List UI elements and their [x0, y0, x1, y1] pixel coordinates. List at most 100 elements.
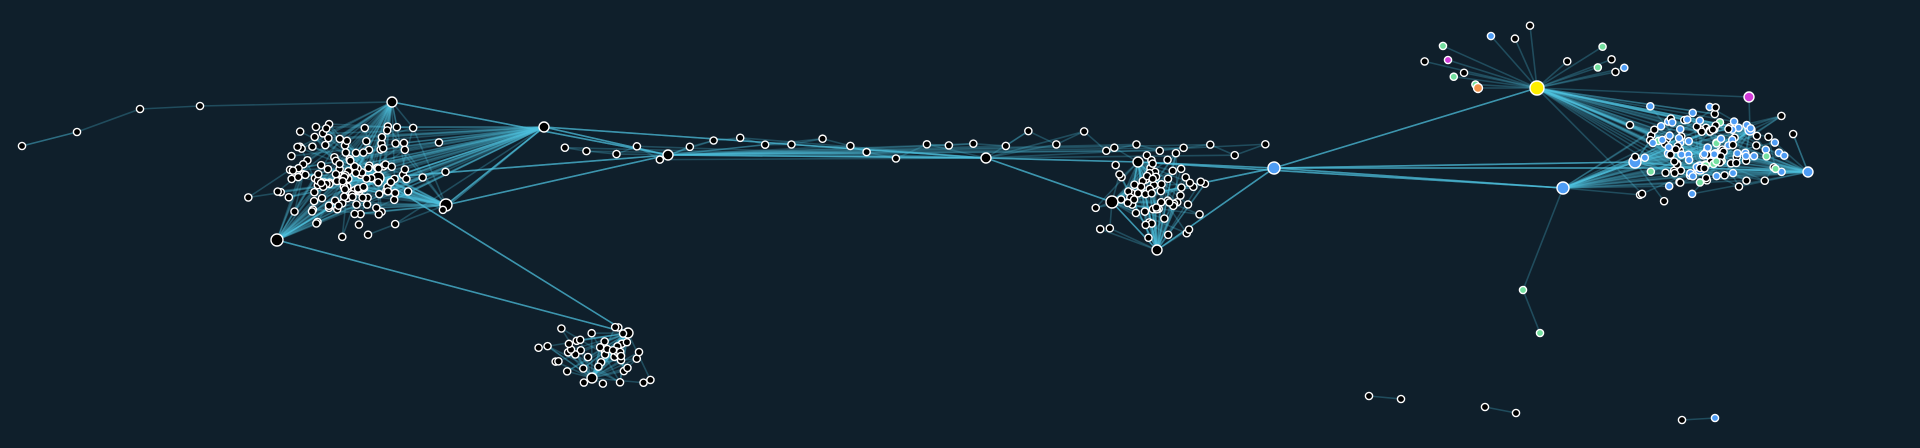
node-center[interactable] [1181, 173, 1190, 182]
node-center[interactable] [1144, 233, 1153, 243]
node-right[interactable] [1734, 182, 1744, 191]
node-center[interactable] [1156, 197, 1166, 207]
node-right[interactable] [1733, 148, 1742, 158]
node-center[interactable] [1148, 174, 1157, 184]
node-yellow-satellite[interactable] [1510, 34, 1520, 43]
node-left[interactable] [441, 167, 450, 177]
node-center[interactable] [1140, 207, 1150, 216]
node-left[interactable] [403, 187, 413, 196]
node-right[interactable] [1661, 168, 1670, 178]
node-leaf[interactable] [72, 127, 82, 137]
node-isolated[interactable] [1511, 408, 1521, 418]
node-left[interactable] [335, 159, 344, 169]
node-center[interactable] [1195, 210, 1204, 219]
node-yellow-satellite[interactable] [1598, 42, 1607, 52]
node-left[interactable] [408, 123, 418, 133]
node-center[interactable] [1091, 203, 1101, 213]
node-center[interactable] [1157, 179, 1166, 189]
node-left[interactable] [359, 148, 368, 157]
node-center[interactable] [1147, 189, 1156, 198]
node-left[interactable] [438, 205, 448, 215]
node-bottom-left[interactable] [579, 364, 588, 373]
node-left[interactable] [362, 174, 371, 183]
node-bottom-left[interactable] [616, 351, 626, 361]
node-right[interactable] [1671, 145, 1681, 154]
node-yellow-satellite[interactable] [1620, 63, 1629, 73]
node-bridge[interactable] [632, 142, 642, 151]
node-left[interactable] [392, 122, 402, 132]
node-left[interactable] [434, 138, 444, 147]
node-bridge[interactable] [560, 143, 570, 152]
node-right[interactable] [1640, 153, 1650, 162]
node-left[interactable] [273, 187, 283, 196]
node-left[interactable] [307, 207, 317, 216]
node-left[interactable] [378, 144, 388, 153]
node-bottom-left[interactable] [610, 322, 620, 332]
node-center[interactable] [1163, 155, 1172, 165]
node-bottom-left[interactable] [579, 378, 589, 387]
node-left[interactable] [390, 188, 400, 198]
node-center[interactable] [1123, 198, 1133, 208]
node-right[interactable] [1699, 149, 1709, 159]
orange-node[interactable] [1472, 82, 1484, 94]
node-bottom-left[interactable] [634, 347, 644, 357]
node-left[interactable] [359, 182, 368, 192]
node-center[interactable] [1136, 182, 1146, 192]
node-right[interactable] [1720, 170, 1729, 180]
node-right[interactable] [1708, 125, 1718, 134]
node-center[interactable] [1177, 183, 1186, 192]
hub-node-left-4[interactable] [538, 121, 550, 133]
node-bottom-left[interactable] [564, 339, 574, 349]
node-right[interactable] [1657, 135, 1667, 145]
node-bottom-left[interactable] [618, 329, 628, 338]
node-isolated[interactable] [1710, 413, 1720, 423]
node-yellow-satellite[interactable] [1607, 55, 1616, 64]
node-center[interactable] [1171, 148, 1181, 158]
node-left[interactable] [316, 178, 326, 188]
node-center[interactable] [1184, 225, 1194, 234]
node-yellow-satellite[interactable] [1420, 57, 1429, 66]
node-right[interactable] [1709, 149, 1719, 159]
node-bridge[interactable] [655, 155, 665, 164]
node-isolated[interactable] [1480, 402, 1490, 412]
node-left[interactable] [309, 196, 319, 206]
node-left[interactable] [317, 193, 327, 203]
node-right[interactable] [1728, 168, 1738, 178]
node-left[interactable] [321, 124, 331, 133]
node-left[interactable] [383, 187, 393, 196]
node-right[interactable] [1742, 176, 1751, 185]
node-right[interactable] [1664, 142, 1673, 152]
node-right[interactable] [1675, 124, 1685, 134]
node-right[interactable] [1630, 152, 1640, 162]
node-bridge[interactable] [818, 134, 827, 144]
node-left[interactable] [342, 136, 352, 146]
node-bridge[interactable] [1179, 143, 1188, 153]
node-bridge[interactable] [760, 140, 770, 149]
node-left[interactable] [311, 122, 321, 132]
node-left[interactable] [301, 170, 310, 180]
node-right[interactable] [1688, 108, 1697, 118]
node-center[interactable] [1176, 191, 1185, 200]
node-left[interactable] [335, 134, 345, 144]
node-isolated[interactable] [1364, 391, 1374, 401]
hub-node-center-2[interactable] [1132, 156, 1144, 168]
node-right[interactable] [1746, 124, 1755, 133]
node-left[interactable] [310, 132, 319, 142]
node-left[interactable] [316, 160, 326, 170]
node-center[interactable] [1160, 214, 1169, 223]
node-right[interactable] [1650, 125, 1659, 135]
node-bridge[interactable] [1132, 140, 1141, 149]
node-right[interactable] [1670, 157, 1679, 166]
node-bridge[interactable] [922, 140, 932, 149]
node-bridge[interactable] [735, 133, 745, 143]
node-left[interactable] [295, 127, 305, 136]
node-left[interactable] [373, 178, 383, 187]
node-bottom-left[interactable] [600, 337, 609, 346]
node-left[interactable] [284, 192, 294, 202]
node-right[interactable] [1646, 101, 1655, 111]
node-right[interactable] [1770, 138, 1780, 147]
node-right[interactable] [1712, 171, 1721, 181]
node-right[interactable] [1688, 171, 1698, 181]
node-left[interactable] [310, 187, 319, 197]
